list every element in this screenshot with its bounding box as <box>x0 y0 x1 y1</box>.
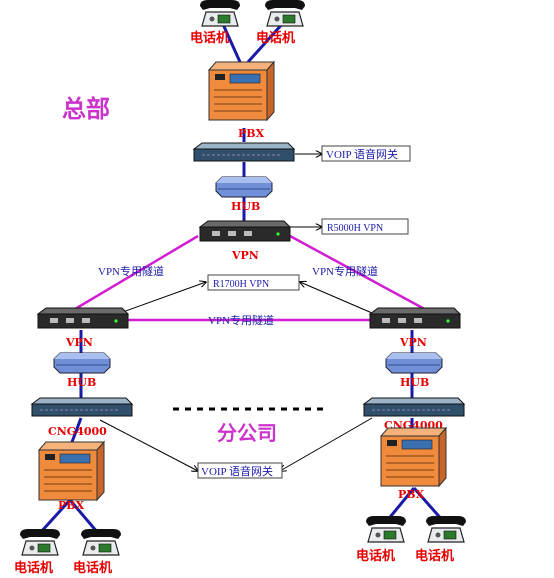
vpn-router-icon <box>369 307 461 329</box>
telephone-icon <box>199 0 241 27</box>
phone-label: 电话机 <box>356 548 395 564</box>
branch-vpn-callout: R1700H VPN <box>213 279 269 290</box>
callout-box <box>207 274 300 291</box>
hub-icon <box>53 352 111 374</box>
vpn-router-icon <box>199 220 291 242</box>
tunnel-label-right: VPN专用隧道 <box>312 264 378 278</box>
callout-box <box>321 145 411 162</box>
telephone-icon <box>264 0 306 27</box>
tunnel-label-left: VPN专用隧道 <box>98 264 164 278</box>
voip-gateway-icon <box>31 397 133 417</box>
pbx-cabinet-icon <box>38 441 105 501</box>
hq-pbx-label: PBX <box>238 127 265 140</box>
telephone-icon <box>425 515 467 543</box>
callout-box <box>197 462 283 479</box>
phone-label: 电话机 <box>190 30 229 46</box>
left-hub-label: HUB <box>67 376 96 389</box>
branch-label: 分公司 <box>217 421 277 445</box>
phone-label: 电话机 <box>256 30 295 46</box>
hq-hub-label: HUB <box>231 200 260 213</box>
right-pbx-label: PBX <box>398 488 425 501</box>
pbx-cabinet-icon <box>380 427 447 487</box>
phone-label: 电话机 <box>14 560 53 576</box>
hq-vpn-callout: R5000H VPN <box>327 223 383 234</box>
tunnel-label-bg <box>206 323 283 338</box>
hub-icon <box>215 176 273 198</box>
right-hub-label: HUB <box>400 376 429 389</box>
vpn-tunnels <box>69 234 431 322</box>
hq-gateway-callout: VOIP 语音网关 <box>326 147 398 161</box>
left-pbx-label: PBX <box>58 499 85 512</box>
phone-label: 电话机 <box>415 548 454 564</box>
right-vpn-label: VPN <box>399 336 427 349</box>
telephone-icon <box>80 528 122 556</box>
pbx-cabinet-icon <box>208 61 275 121</box>
callout-box <box>321 218 409 235</box>
branch-gateway-callout: VOIP 语音网关 <box>201 464 273 478</box>
callout-arrows <box>99 154 373 471</box>
hq-vpn-label: VPN <box>231 249 259 262</box>
voip-gateway-icon <box>193 142 295 162</box>
phone-label: 电话机 <box>73 560 112 576</box>
telephone-icon <box>365 515 407 543</box>
vpn-router-icon <box>37 307 129 329</box>
voip-gateway-icon <box>363 397 465 417</box>
telephone-icon <box>19 528 61 556</box>
hub-icon <box>385 352 443 374</box>
left-gateway-label: CNG4000 <box>48 425 107 438</box>
left-vpn-label: VPN <box>65 336 93 349</box>
headquarters-label: 总部 <box>62 95 110 123</box>
tunnel-label-middle: VPN专用隧道 <box>208 313 274 327</box>
